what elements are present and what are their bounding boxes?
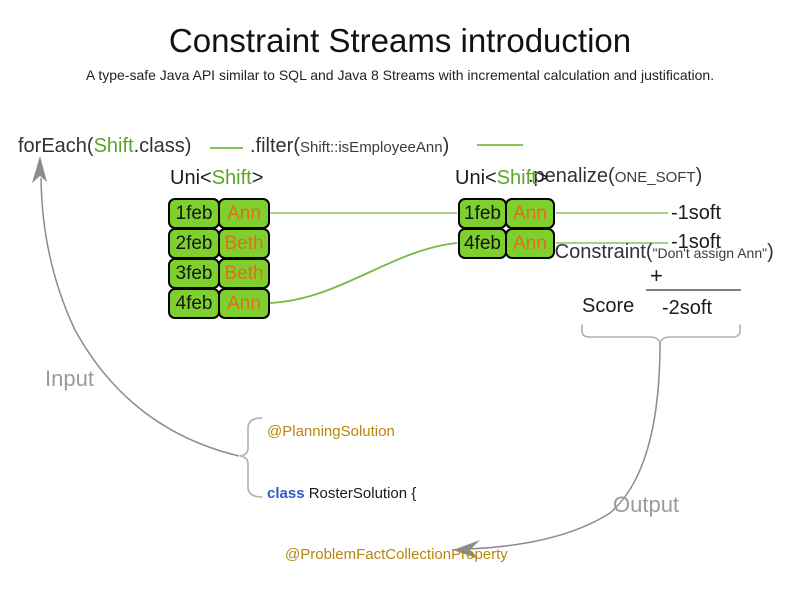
left-row2-employee-cell: Beth <box>218 228 270 259</box>
right-row1-date-cell: 1feb <box>458 198 507 229</box>
left-row1-date-cell: 1feb <box>168 198 220 229</box>
right-row1-employee-cell: Ann <box>505 198 555 229</box>
left-row4-employee-cell: Ann <box>218 288 270 319</box>
left-uni-post: > <box>251 167 264 189</box>
asconstraint-post: ) <box>767 241 774 263</box>
code-line-planning-solution: @PlanningSolution <box>267 422 519 443</box>
penalty-label-2: -1soft <box>671 231 722 253</box>
left-uni-pre: Uni< <box>170 167 212 189</box>
code-block: @PlanningSolution class RosterSolution {… <box>267 381 519 600</box>
score-total: -2soft <box>662 297 713 319</box>
link-4feb-curve <box>268 242 458 304</box>
filter-method: ::isEmployeeAnn <box>330 139 443 156</box>
left-uni-type: Shift <box>211 167 252 189</box>
input-label: Input <box>45 366 94 391</box>
filter-expression: .filter(Shift::isEmployeeAnn) <box>250 135 449 158</box>
penalize-line: .penalize(ONE_SOFT) <box>528 164 774 190</box>
right-uni-post: > <box>536 167 549 189</box>
foreach-type: Shift <box>93 135 134 157</box>
problem-fact-annotation: @ProblemFactCollectionProperty <box>285 546 508 563</box>
penalize-post: ) <box>695 165 703 187</box>
left-row4-date-cell: 4feb <box>168 288 220 319</box>
left-row3-date-cell: 3feb <box>168 258 220 289</box>
plus-sign: + <box>650 263 663 288</box>
score-underbrace <box>581 324 741 346</box>
penalize-expression: .penalize(ONE_SOFT) .asConstraint("Don't… <box>528 114 774 316</box>
foreach-pre: forEach( <box>18 135 94 157</box>
page-subtitle: A type-safe Java API similar to SQL and … <box>85 67 715 83</box>
left-row1-employee-cell: Ann <box>218 198 270 229</box>
score-label: Score <box>582 295 635 317</box>
right-uni-pre: Uni< <box>455 167 497 189</box>
output-label: Output <box>613 492 680 517</box>
input-arrowhead-icon <box>32 156 47 183</box>
class-keyword: class <box>267 484 305 502</box>
code-line-class: class RosterSolution { <box>267 484 519 505</box>
asconstraint-pre: .asConstraint( <box>528 241 653 263</box>
filter-post: ) <box>442 135 450 157</box>
penalize-pre: .penalize( <box>528 165 615 187</box>
foreach-post: .class) <box>133 135 192 157</box>
penalty-label-1: -1soft <box>671 202 722 224</box>
filter-pre: .filter( <box>250 135 300 157</box>
page-title: Constraint Streams introduction <box>168 22 632 59</box>
code-brace <box>239 417 263 498</box>
class-declaration: RosterSolution { <box>304 484 417 502</box>
right-row2-date-cell: 4feb <box>458 228 507 259</box>
asconstraint-line: .asConstraint("Don't assign Ann") <box>528 240 774 266</box>
planning-solution-annotation: @PlanningSolution <box>267 423 395 440</box>
right-row2-employee-cell: Ann <box>505 228 555 259</box>
filter-type: Shift <box>300 139 331 156</box>
left-stream-type-label: Uni<Shift> <box>170 167 263 190</box>
asconstraint-arg: "Don't assign Ann" <box>652 245 768 261</box>
right-stream-type-label: Uni<Shift> <box>455 167 548 190</box>
left-row3-employee-cell: Beth <box>218 258 270 289</box>
left-row2-date-cell: 2feb <box>168 228 220 259</box>
code-line-problem-fact-annotation: @ProblemFactCollectionProperty <box>267 545 519 566</box>
right-uni-type: Shift <box>496 167 537 189</box>
penalize-arg: ONE_SOFT <box>614 169 696 186</box>
foreach-expression: forEach(Shift.class) <box>18 135 191 158</box>
